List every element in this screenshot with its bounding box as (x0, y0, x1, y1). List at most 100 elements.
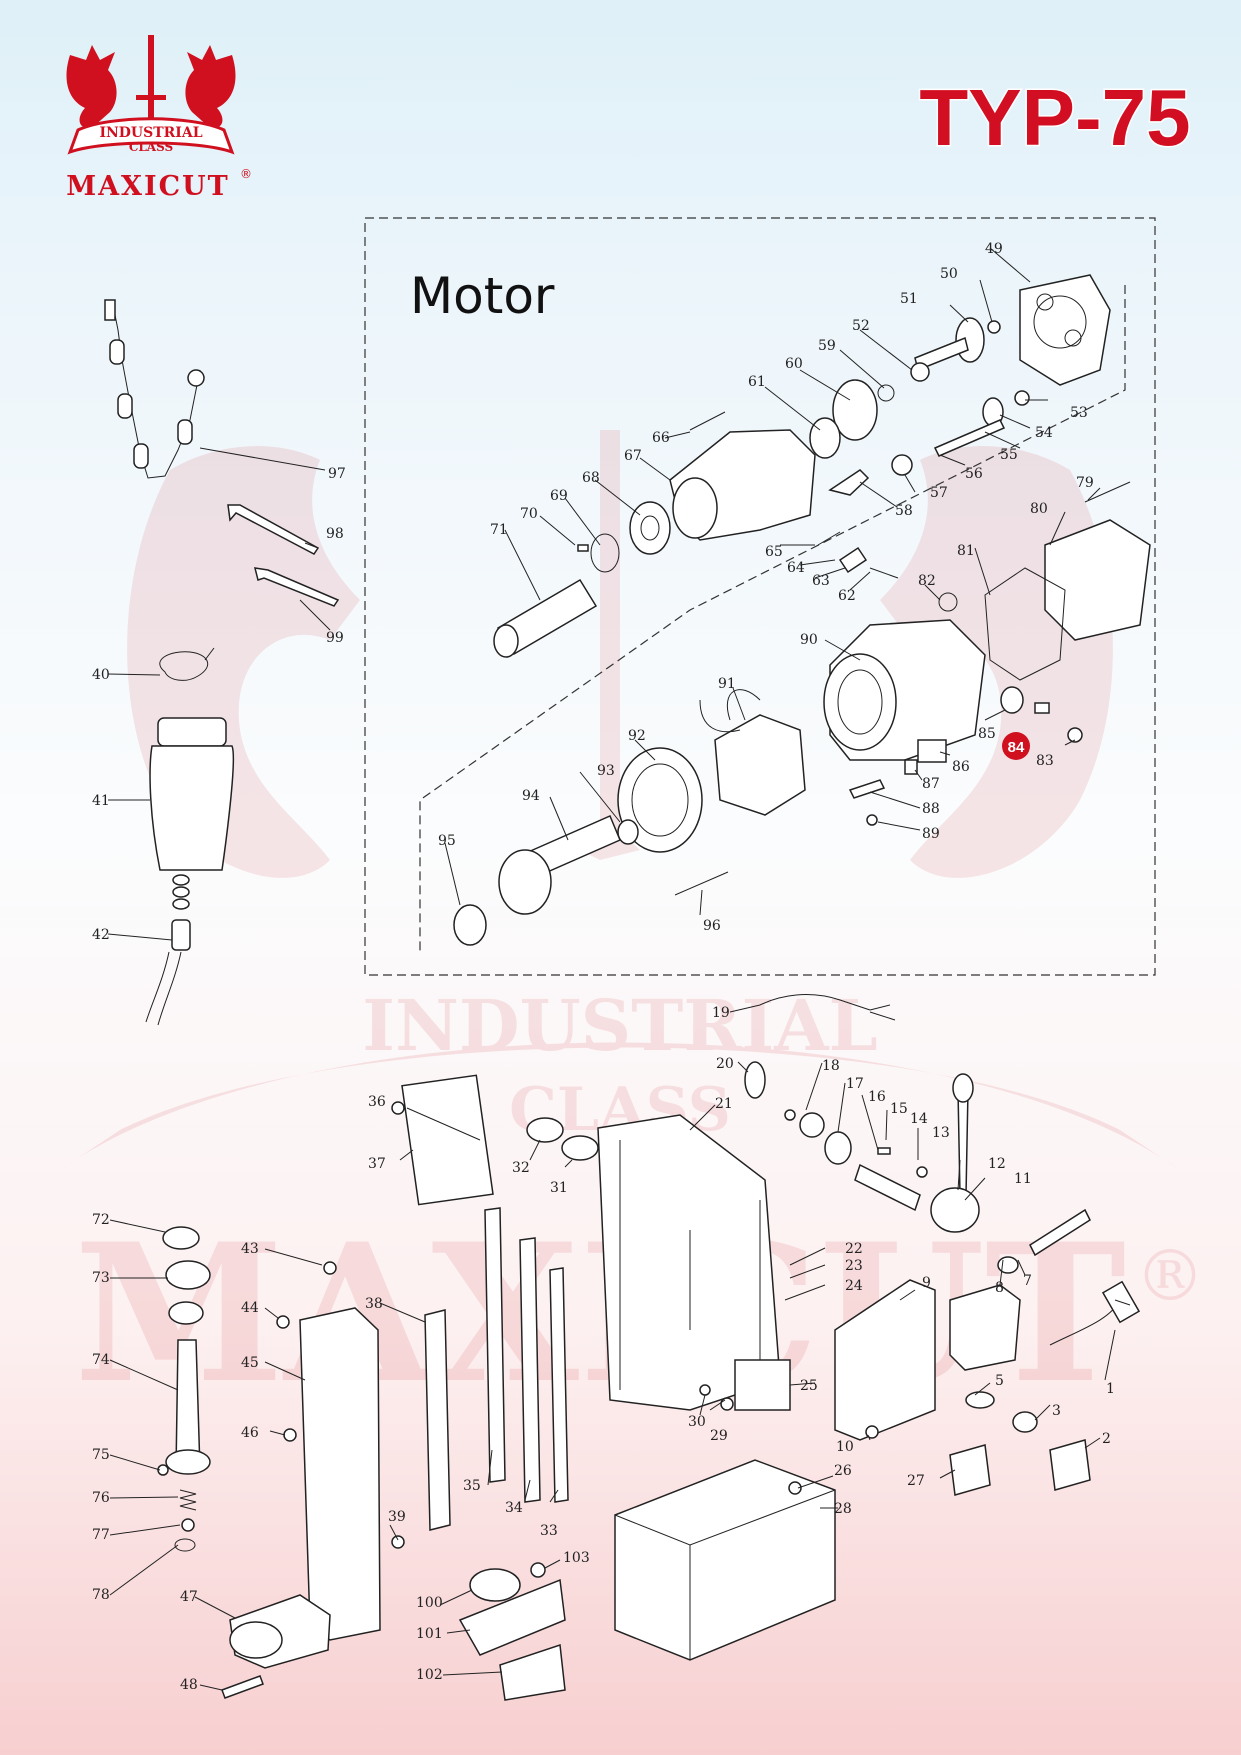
motor-section-border (364, 217, 1156, 976)
callout-44: 44 (241, 1300, 259, 1316)
callout-74: 74 (92, 1352, 110, 1368)
callout-62: 62 (838, 588, 856, 604)
callout-11: 11 (1014, 1171, 1032, 1187)
screw-36 (391, 1101, 405, 1115)
screw-10 (865, 1425, 879, 1439)
lever-58 (828, 469, 870, 496)
gear-housing-49 (1019, 274, 1111, 386)
callout-47: 47 (180, 1589, 198, 1605)
key-70 (577, 544, 589, 552)
callout-50: 50 (940, 266, 958, 282)
callout-1: 1 (1106, 1381, 1115, 1397)
cap-3 (1012, 1411, 1038, 1433)
callout-83: 83 (1036, 753, 1054, 769)
cable-nut-8 (997, 1256, 1019, 1274)
washer-53 (1014, 390, 1030, 406)
screw-96 (674, 871, 729, 896)
callout-77: 77 (92, 1527, 110, 1543)
callout-92: 92 (628, 728, 646, 744)
callout-17: 17 (846, 1076, 864, 1092)
gear-60 (832, 379, 878, 441)
spring-clip-40 (159, 647, 215, 681)
callout-12: 12 (988, 1156, 1006, 1172)
badge-line2: CLASS (129, 140, 173, 154)
gear-16 (824, 1131, 852, 1165)
callout-86: 86 (952, 759, 970, 775)
hex-key-99 (253, 567, 340, 607)
callout-91: 91 (718, 676, 736, 692)
callout-45: 45 (241, 1355, 259, 1371)
hex-key-98 (227, 504, 320, 555)
callout-48: 48 (180, 1677, 198, 1693)
callout-5: 5 (995, 1373, 1004, 1389)
gib-35 (484, 1207, 506, 1483)
callout-20: 20 (716, 1056, 734, 1072)
cable-part-5 (965, 1391, 995, 1409)
callout-55: 55 (1000, 447, 1018, 463)
callout-102: 102 (416, 1667, 443, 1683)
callout-57: 57 (930, 485, 948, 501)
rocker-switch-27 (949, 1444, 991, 1496)
strap-88 (848, 779, 886, 799)
callout-21: 21 (715, 1096, 733, 1112)
callout-41: 41 (92, 793, 110, 809)
highlight-84-label: 84 (1008, 739, 1025, 756)
cap-83 (1067, 727, 1083, 743)
callout-98: 98 (326, 526, 344, 542)
screw-103 (530, 1562, 546, 1578)
bushing-32 (526, 1117, 564, 1143)
callout-89: 89 (922, 826, 940, 842)
relay-25 (734, 1359, 791, 1411)
callout-10: 10 (836, 1439, 854, 1455)
cable-gland-20 (744, 1061, 766, 1099)
bearing-52 (910, 362, 930, 382)
callout-22: 22 (845, 1241, 863, 1257)
callout-28: 28 (834, 1501, 852, 1517)
nut-29 (720, 1397, 734, 1411)
highlight-84-marker[interactable] (1002, 732, 1030, 760)
screw-30 (699, 1384, 711, 1396)
brush-ring-92 (617, 747, 703, 853)
callout-103: 103 (563, 1550, 590, 1566)
callout-99: 99 (326, 630, 344, 646)
ball-77 (181, 1518, 195, 1532)
callout-63: 63 (812, 573, 830, 589)
screw-75 (157, 1464, 169, 1476)
callout-52: 52 (852, 318, 870, 334)
callout-31: 31 (550, 1180, 568, 1196)
disc-17 (799, 1112, 825, 1138)
callout-40: 40 (92, 667, 110, 683)
callout-33: 33 (540, 1523, 558, 1539)
callout-15: 15 (890, 1101, 908, 1117)
callout-101: 101 (416, 1626, 443, 1642)
bearing-68 (629, 501, 671, 555)
callout-72: 72 (92, 1212, 110, 1228)
screw-18 (784, 1109, 796, 1121)
leader-lines (107, 247, 1131, 1691)
ring-72 (162, 1226, 200, 1250)
callout-13: 13 (932, 1125, 950, 1141)
ring-78 (174, 1538, 196, 1552)
callout-53: 53 (1070, 405, 1088, 421)
screw-79 (1084, 481, 1131, 503)
washer-50 (987, 320, 1001, 334)
callout-51: 51 (900, 291, 918, 307)
callout-43: 43 (241, 1241, 259, 1257)
screw-89 (866, 814, 878, 826)
lion-right-icon (185, 45, 236, 129)
switch-box-4 (949, 1284, 1021, 1371)
bearing-100 (469, 1568, 521, 1602)
callout-16: 16 (868, 1089, 886, 1105)
pin-13 (916, 1166, 928, 1178)
callout-67: 67 (624, 448, 642, 464)
brand-registered: ® (240, 167, 252, 181)
field-coil-91 (714, 714, 806, 816)
gib-33 (549, 1267, 569, 1503)
gasket-81 (984, 567, 1066, 681)
column-45 (299, 1307, 381, 1641)
callout-93: 93 (597, 763, 615, 779)
callout-25: 25 (800, 1378, 818, 1394)
callout-76: 76 (92, 1490, 110, 1506)
spring-76 (179, 1489, 197, 1511)
cable-sleeve-19 (759, 994, 871, 1011)
